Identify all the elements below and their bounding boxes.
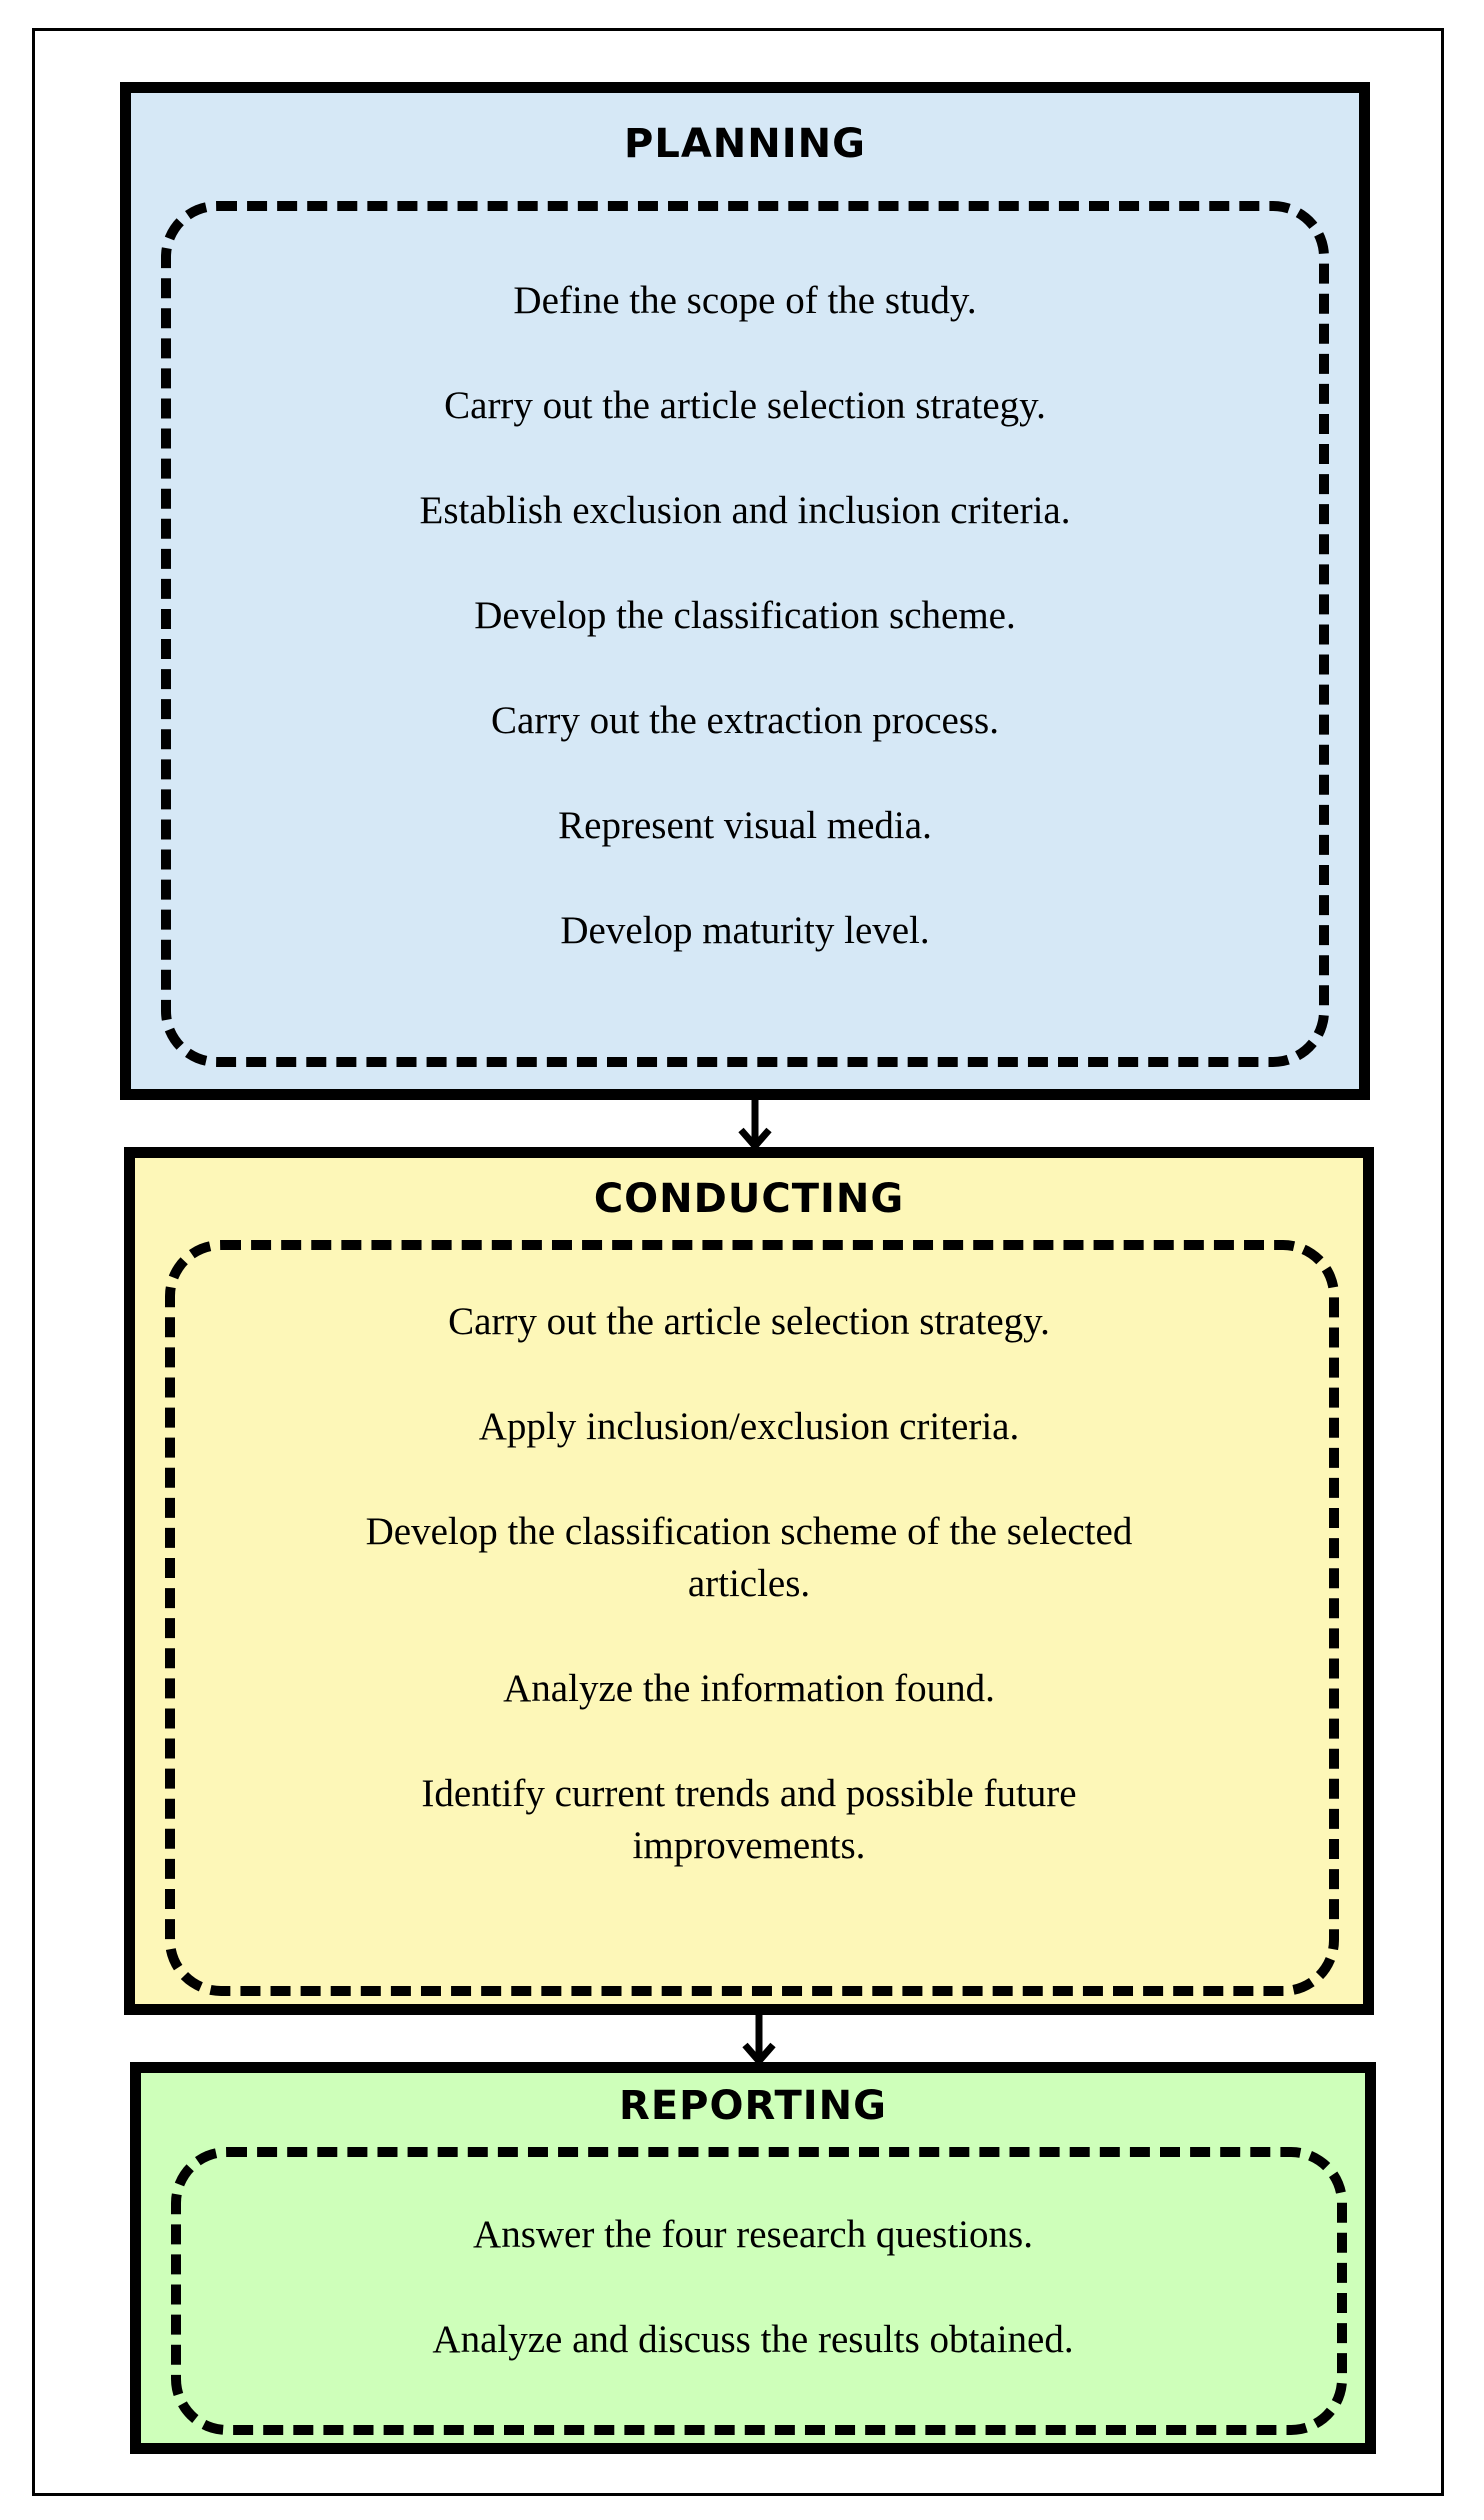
stage-item-list: Carry out the article selection strategy… [175, 1296, 1323, 1872]
list-item: Define the scope of the study. [513, 279, 977, 322]
reporting-stage: REPORTING Answer the four research quest… [130, 2062, 1376, 2454]
stage-title: PLANNING [624, 121, 866, 167]
list-item: Apply inclusion/exclusion criteria. [478, 1405, 1020, 1448]
planning-stage: PLANNING Define the scope of the study. … [120, 82, 1370, 1100]
list-item: Carry out the extraction process. [491, 699, 999, 742]
list-item: Answer the four research questions. [473, 2213, 1033, 2256]
stage-dashed-box [161, 201, 1329, 1067]
list-item: Establish exclusion and inclusion criter… [419, 489, 1071, 532]
stage-dashed-box [171, 2147, 1347, 2435]
list-item: Develop the classification scheme of the… [365, 1510, 1133, 1605]
stage-dashed-box [165, 1240, 1339, 1996]
list-item: Carry out the article selection strategy… [448, 1300, 1050, 1343]
list-item: Analyze and discuss the results obtained… [432, 2318, 1074, 2361]
arrow-down-icon [742, 2015, 776, 2067]
list-item: Develop maturity level. [560, 909, 930, 952]
list-item: Analyze the information found. [503, 1667, 995, 1710]
list-item: Identify current trends and possible fut… [421, 1772, 1077, 1867]
stage-item-list: Answer the four research questions. Anal… [181, 2209, 1325, 2366]
stage-title: CONDUCTING [593, 1176, 905, 1222]
list-item: Carry out the article selection strategy… [444, 384, 1046, 427]
stage-item-list: Define the scope of the study. Carry out… [161, 275, 1329, 957]
stage-title: REPORTING [619, 2083, 887, 2129]
list-item: Develop the classification scheme. [474, 594, 1016, 637]
conducting-stage: CONDUCTING Carry out the article selecti… [124, 1147, 1374, 2015]
list-item: Represent visual media. [558, 804, 932, 847]
arrow-down-icon [738, 1100, 772, 1152]
